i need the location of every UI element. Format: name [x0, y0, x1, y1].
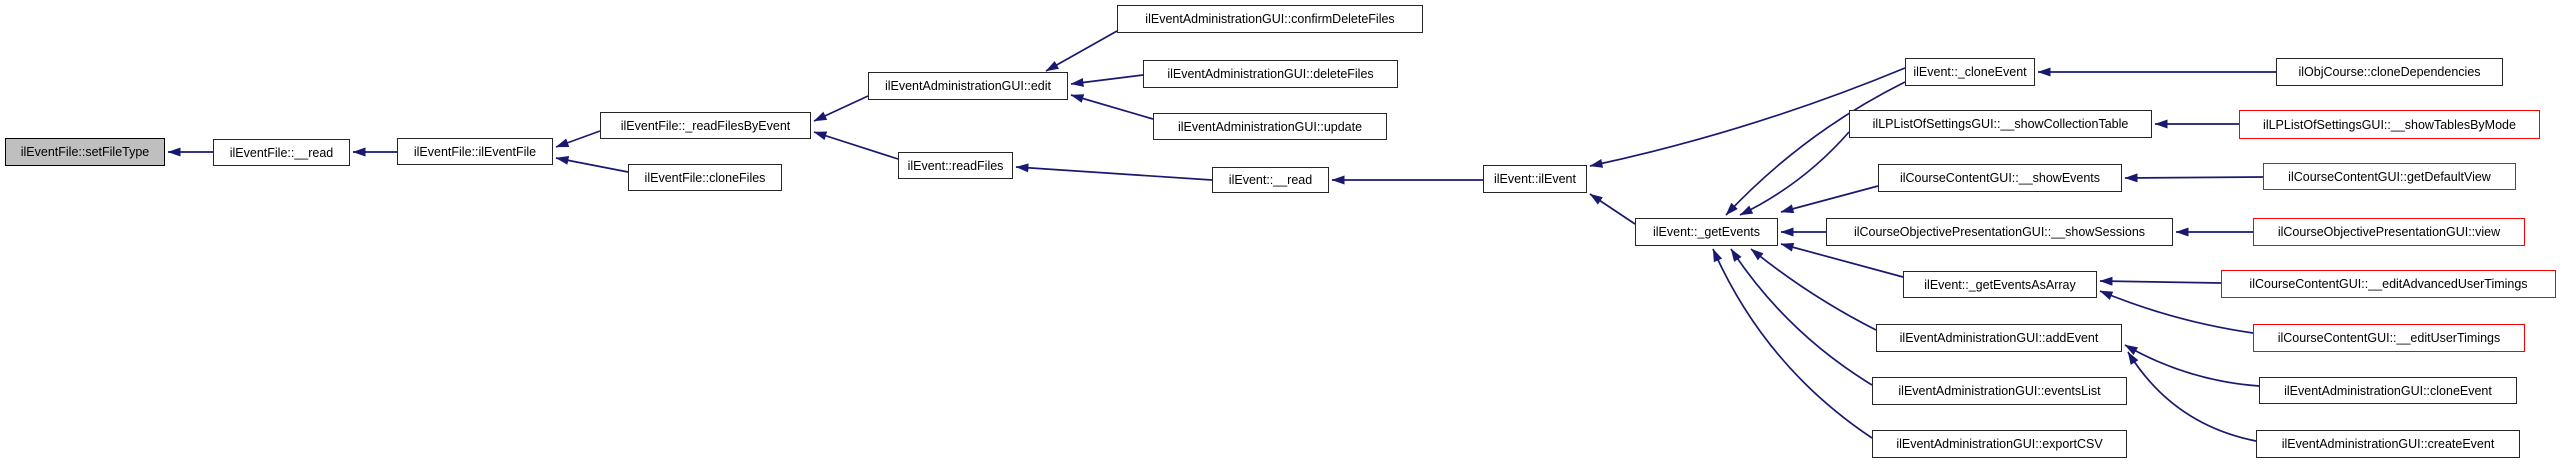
edge-gui-create-event-to-add-event	[2127, 351, 2257, 442]
node-file-ctor[interactable]: ilEventFile::ilEventFile	[397, 138, 553, 165]
edge-show-collection-table-to-get-events	[1739, 131, 1850, 216]
edge-gui-edit-to-read-files-by-event	[813, 95, 869, 122]
edge-clone-event-fn-to-get-events	[1725, 81, 1906, 216]
edges-group	[167, 30, 2276, 442]
node-clone-event-fn[interactable]: ilEvent::_cloneEvent	[1905, 58, 2035, 86]
node-gui-edit[interactable]: ilEventAdministrationGUI::edit	[868, 72, 1068, 100]
edge-add-event-to-get-events	[1750, 248, 1877, 331]
edge-edit-user-timings-to-get-events-as-array	[2099, 290, 2254, 334]
node-delete-files[interactable]: ilEventAdministrationGUI::deleteFiles	[1143, 60, 1398, 88]
node-clone-dependencies[interactable]: ilObjCourse::cloneDependencies	[2276, 58, 2503, 86]
edge-delete-files-to-gui-edit	[1070, 74, 1144, 87]
node-event-read[interactable]: ilEvent::__read	[1212, 167, 1329, 193]
node-export-csv[interactable]: ilEventAdministrationGUI::exportCSV	[1872, 430, 2127, 458]
node-event-ctor[interactable]: ilEvent::ilEvent	[1483, 165, 1587, 193]
edge-show-events-to-get-events	[1780, 185, 1879, 214]
edge-edit-adv-user-timings-to-get-events-as-array	[2099, 276, 2222, 286]
node-get-events-as-array[interactable]: ilEvent::_getEventsAsArray	[1903, 271, 2097, 298]
node-get-default-view[interactable]: ilCourseContentGUI::getDefaultView	[2263, 163, 2516, 190]
node-clone-files[interactable]: ilEventFile::cloneFiles	[628, 164, 782, 191]
edge-get-default-view-to-show-events	[2124, 173, 2264, 183]
edge-confirm-delete-files-to-gui-edit	[1045, 30, 1118, 72]
node-read-files-by-event[interactable]: ilEventFile::_readFilesByEvent	[600, 112, 811, 139]
edge-clone-event-fn-to-event-ctor	[1589, 67, 1906, 168]
node-show-collection-table[interactable]: ilLPListOfSettingsGUI::__showCollectionT…	[1849, 110, 2152, 138]
node-show-sessions[interactable]: ilCourseObjectivePresentationGUI::__show…	[1826, 218, 2173, 246]
node-set-file-type: ilEventFile::setFileType	[5, 138, 165, 166]
edge-get-events-to-event-ctor	[1589, 193, 1636, 225]
node-get-events[interactable]: ilEvent::_getEvents	[1635, 218, 1778, 246]
node-confirm-delete-files[interactable]: ilEventAdministrationGUI::confirmDeleteF…	[1117, 5, 1423, 33]
node-file-read[interactable]: ilEventFile::__read	[213, 139, 350, 166]
node-gui-clone-event[interactable]: ilEventAdministrationGUI::cloneEvent	[2259, 377, 2517, 404]
node-edit-user-timings[interactable]: ilCourseContentGUI::__editUserTimings	[2253, 324, 2525, 352]
edge-read-files-by-event-to-file-ctor	[555, 130, 601, 148]
edge-event-read-files-to-read-files-by-event	[813, 131, 899, 160]
node-add-event[interactable]: ilEventAdministrationGUI::addEvent	[1876, 324, 2122, 352]
edge-export-csv-to-get-events	[1712, 248, 1873, 439]
node-event-read-files[interactable]: ilEvent::readFiles	[898, 152, 1013, 179]
edge-gui-update-to-gui-edit	[1070, 94, 1154, 120]
edge-event-read-to-event-read-files	[1015, 163, 1213, 181]
node-gui-create-event[interactable]: ilEventAdministrationGUI::createEvent	[2256, 430, 2520, 458]
edge-gui-clone-event-to-add-event	[2124, 344, 2260, 387]
edge-get-events-as-array-to-get-events	[1780, 242, 1904, 278]
node-edit-adv-user-timings[interactable]: ilCourseContentGUI::__editAdvancedUserTi…	[2221, 270, 2556, 298]
node-gui-update[interactable]: ilEventAdministrationGUI::update	[1153, 113, 1387, 140]
node-events-list[interactable]: ilEventAdministrationGUI::eventsList	[1872, 377, 2127, 405]
node-show-tables-by-mode[interactable]: ilLPListOfSettingsGUI::__showTablesByMod…	[2239, 110, 2540, 139]
node-objective-view[interactable]: ilCourseObjectivePresentationGUI::view	[2253, 218, 2525, 246]
node-show-events[interactable]: ilCourseContentGUI::__showEvents	[1878, 164, 2122, 192]
edge-clone-files-to-file-ctor	[555, 155, 629, 173]
edge-events-list-to-get-events	[1730, 248, 1873, 386]
